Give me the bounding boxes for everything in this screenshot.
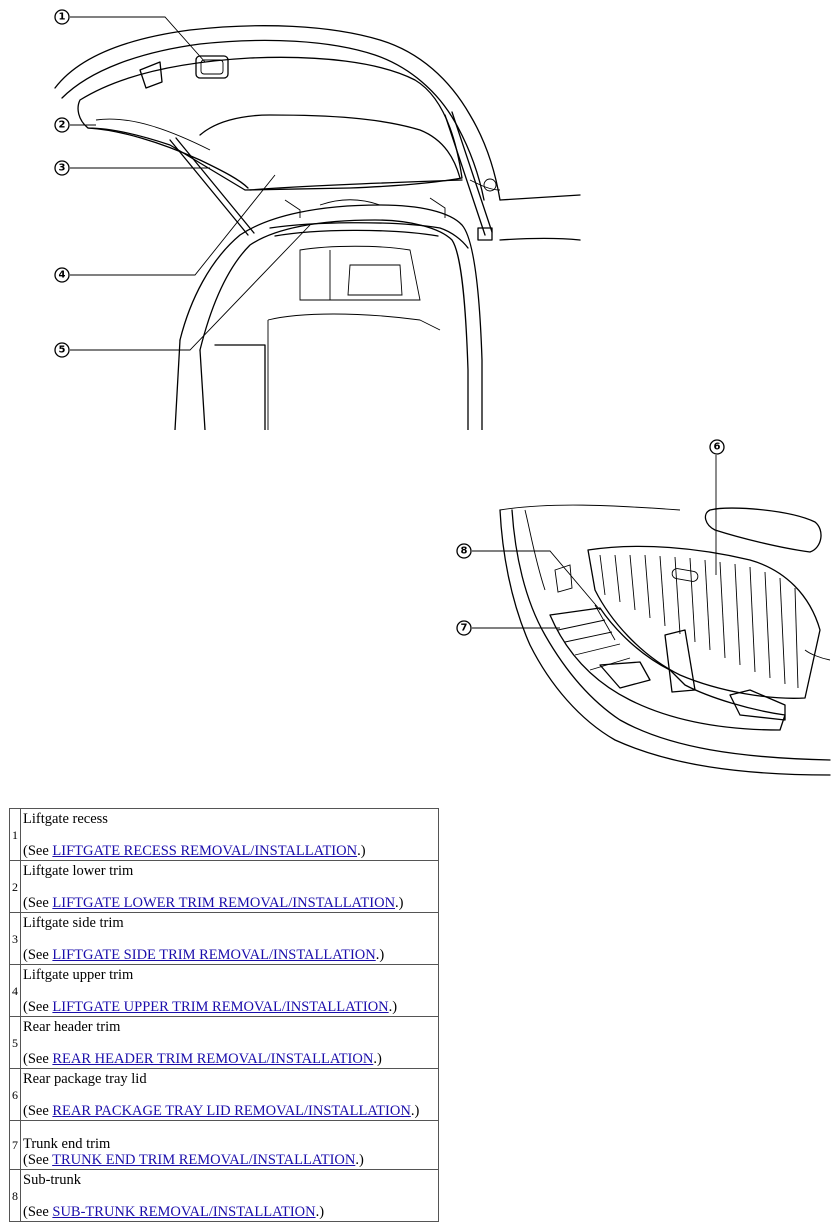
svg-text:4: 4 (59, 270, 66, 281)
see-prefix: (See (23, 895, 53, 911)
svg-text:7: 7 (461, 623, 468, 634)
table-row: 5 Rear header trim (See REAR HEADER TRIM… (9, 1016, 439, 1069)
svg-text:6: 6 (714, 442, 721, 453)
see-prefix: (See (23, 843, 53, 859)
table-row: 1 Liftgate recess (See LIFTGATE RECESS R… (9, 808, 439, 861)
rear-header-trim-link[interactable]: REAR HEADER TRIM REMOVAL/INSTALLATION (52, 1051, 374, 1067)
svg-text:2: 2 (59, 120, 66, 131)
liftgate-trim-illustration: 1 2 3 4 5 (0, 0, 600, 430)
part-number: 6 (9, 1068, 21, 1121)
part-name: Rear header trim (23, 1019, 121, 1035)
part-description: Trunk end trim (See TRUNK END TRIM REMOV… (20, 1120, 439, 1170)
part-number: 2 (9, 860, 21, 913)
part-name: Liftgate recess (23, 811, 108, 827)
svg-text:5: 5 (59, 345, 66, 356)
part-name: Liftgate lower trim (23, 863, 134, 879)
callout-1: 1 (54, 9, 70, 25)
part-description: Sub-trunk (See SUB-TRUNK REMOVAL/INSTALL… (20, 1169, 439, 1222)
callout-2: 2 (54, 117, 70, 133)
part-name: Rear package tray lid (23, 1071, 147, 1087)
part-number: 3 (9, 912, 21, 965)
see-prefix: (See (23, 999, 53, 1015)
callout-4: 4 (54, 267, 70, 283)
parts-table: 1 Liftgate recess (See LIFTGATE RECESS R… (9, 808, 439, 1222)
part-name: Liftgate side trim (23, 915, 124, 931)
callout-7: 7 (456, 620, 472, 636)
part-name: Sub-trunk (23, 1172, 81, 1188)
see-prefix: (See (23, 1051, 53, 1067)
part-description: Liftgate lower trim (See LIFTGATE LOWER … (20, 860, 439, 913)
liftgate-upper-trim-link[interactable]: LIFTGATE UPPER TRIM REMOVAL/INSTALLATION (52, 999, 389, 1015)
svg-text:1: 1 (59, 12, 66, 23)
table-row: 8 Sub-trunk (See SUB-TRUNK REMOVAL/INSTA… (9, 1169, 439, 1222)
see-suffix: .) (355, 1152, 364, 1168)
part-description: Rear header trim (See REAR HEADER TRIM R… (20, 1016, 439, 1069)
table-row: 4 Liftgate upper trim (See LIFTGATE UPPE… (9, 964, 439, 1017)
part-number: 8 (9, 1169, 21, 1222)
callout-5: 5 (54, 342, 70, 358)
liftgate-side-trim-link[interactable]: LIFTGATE SIDE TRIM REMOVAL/INSTALLATION (52, 947, 376, 963)
part-description: Liftgate recess (See LIFTGATE RECESS REM… (20, 808, 439, 861)
see-suffix: .) (373, 1051, 382, 1067)
table-row: 3 Liftgate side trim (See LIFTGATE SIDE … (9, 912, 439, 965)
see-suffix: .) (410, 1103, 420, 1119)
see-prefix: (See (23, 1204, 53, 1220)
sub-trunk-link[interactable]: SUB-TRUNK REMOVAL/INSTALLATION (52, 1204, 316, 1220)
callout-8: 8 (456, 543, 472, 559)
rear-package-tray-lid-link[interactable]: REAR PACKAGE TRAY LID REMOVAL/INSTALLATI… (52, 1103, 411, 1119)
part-name: Liftgate upper trim (23, 967, 134, 983)
part-description: Liftgate upper trim (See LIFTGATE UPPER … (20, 964, 439, 1017)
see-suffix: .) (357, 843, 366, 859)
trunk-trim-illustration: 6 7 8 (440, 430, 833, 790)
part-number: 1 (9, 808, 21, 861)
callout-3: 3 (54, 160, 70, 176)
liftgate-recess-link[interactable]: LIFTGATE RECESS REMOVAL/INSTALLATION (52, 843, 358, 859)
callout-6: 6 (709, 439, 725, 455)
part-description: Rear package tray lid (See REAR PACKAGE … (20, 1068, 439, 1121)
svg-text:3: 3 (59, 163, 66, 174)
part-description: Liftgate side trim (See LIFTGATE SIDE TR… (20, 912, 439, 965)
see-prefix: (See (23, 947, 53, 963)
part-number: 4 (9, 964, 21, 1017)
part-number: 7 (9, 1120, 21, 1170)
part-name: Trunk end trim (23, 1136, 111, 1152)
see-suffix: .) (388, 999, 398, 1015)
see-prefix: (See (23, 1103, 53, 1119)
see-suffix: .) (375, 947, 385, 963)
liftgate-lower-trim-link[interactable]: LIFTGATE LOWER TRIM REMOVAL/INSTALLATION (52, 895, 396, 911)
table-row: 2 Liftgate lower trim (See LIFTGATE LOWE… (9, 860, 439, 913)
part-number: 5 (9, 1016, 21, 1069)
see-suffix: .) (315, 1204, 325, 1220)
table-row: 7 Trunk end trim (See TRUNK END TRIM REM… (9, 1120, 439, 1170)
see-suffix: .) (395, 895, 404, 911)
see-prefix: (See (23, 1152, 53, 1168)
table-row: 6 Rear package tray lid (See REAR PACKAG… (9, 1068, 439, 1121)
svg-text:8: 8 (461, 546, 468, 557)
trunk-end-trim-link[interactable]: TRUNK END TRIM REMOVAL/INSTALLATION (52, 1152, 356, 1168)
